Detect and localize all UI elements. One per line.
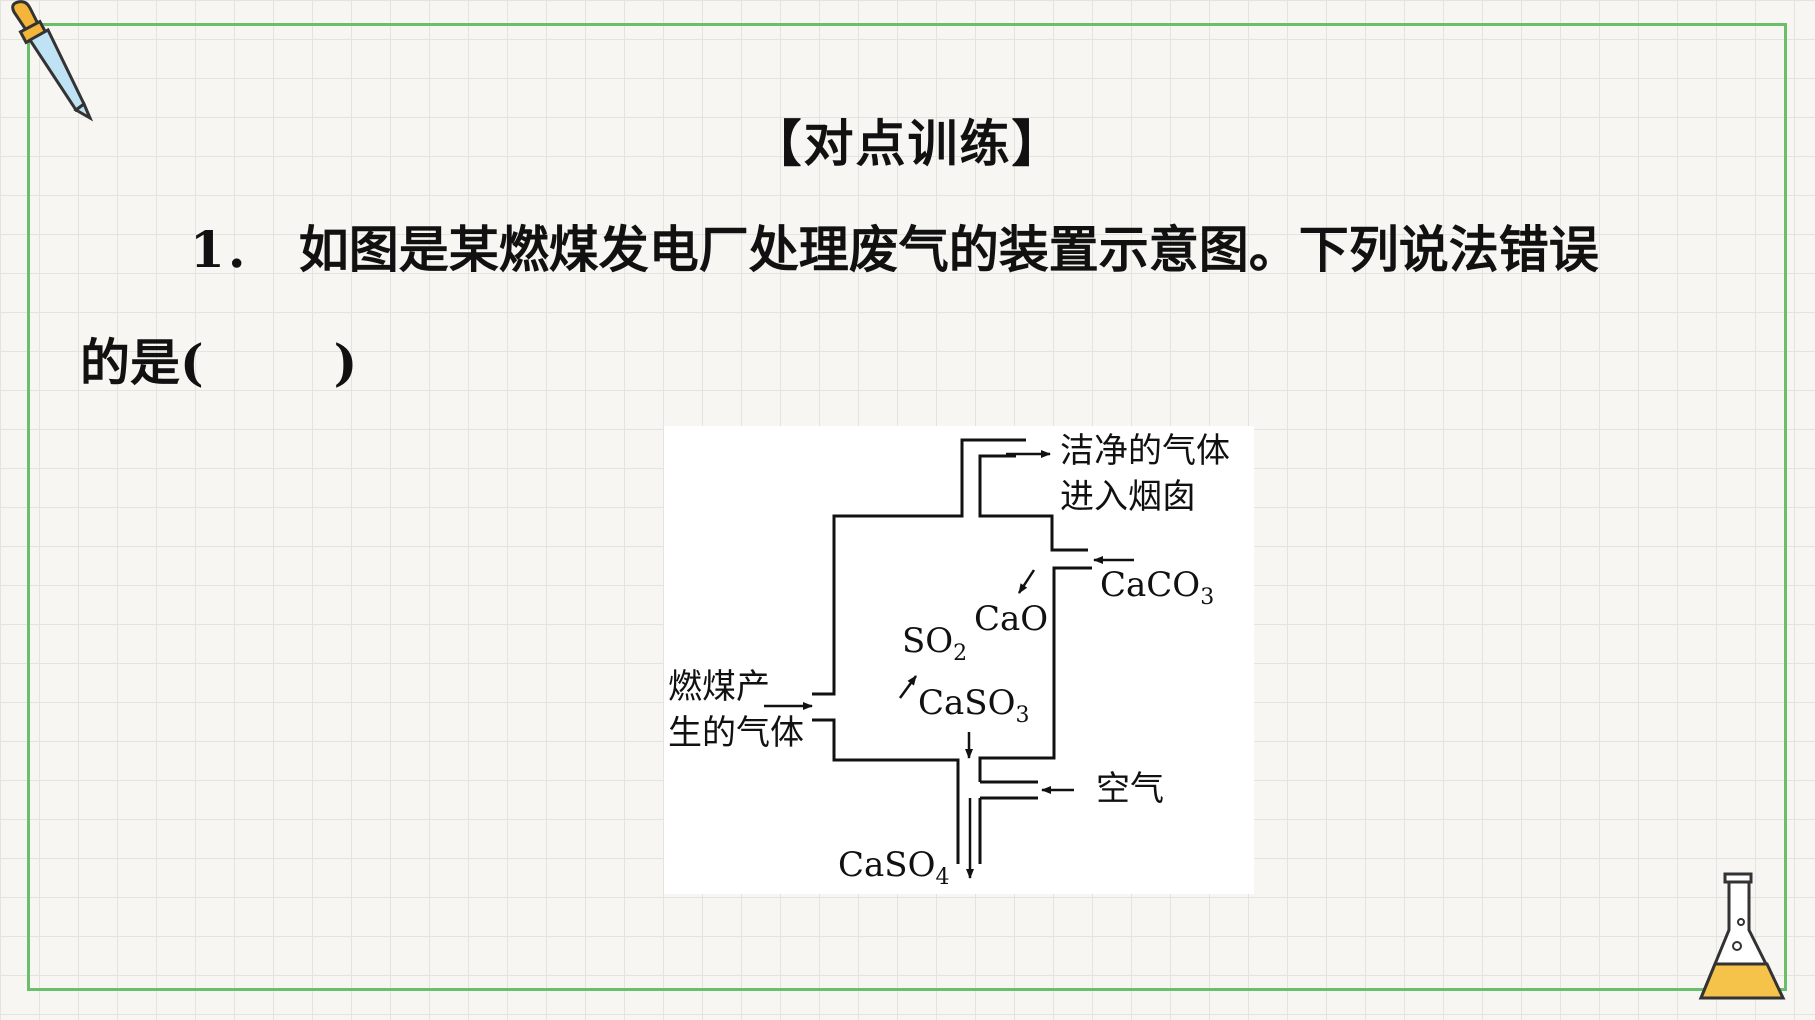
label-air: 空气	[1096, 769, 1164, 809]
label-caso3: CaSO3	[918, 683, 1029, 728]
flask-icon	[1698, 872, 1786, 1000]
question-line-2: 的是()	[80, 323, 357, 395]
label-coal-gas-1: 燃煤产	[668, 667, 770, 707]
apparatus-outline	[812, 438, 1092, 864]
arrow-so2	[898, 675, 918, 699]
question-number: 1．	[190, 220, 275, 279]
label-clean-gas-2: 进入烟囱	[1060, 477, 1196, 517]
question-text-line2-prefix: 的是(	[80, 333, 204, 392]
slide-frame	[27, 23, 1787, 991]
label-caco3: CaCO3	[1100, 565, 1214, 610]
question-text-line2-suffix: )	[333, 333, 358, 392]
question-text-line1: 如图是某燃煤发电厂处理废气的装置示意图。下列说法错误	[298, 220, 1599, 279]
apparatus-diagram: 洁净的气体 进入烟囱 CaCO3 CaO SO2 燃煤产 生的气体 CaSO3 …	[664, 426, 1254, 894]
label-cao: CaO	[974, 599, 1048, 639]
label-so2: SO2	[902, 621, 967, 666]
dropper-icon	[11, 0, 94, 122]
label-coal-gas-2: 生的气体	[668, 713, 804, 753]
page-title: 【对点训练】	[751, 114, 1064, 173]
question-line-1: 1． 如图是某燃煤发电厂处理废气的装置示意图。下列说法错误	[190, 210, 1599, 282]
label-clean-gas-1: 洁净的气体	[1060, 431, 1230, 471]
flow-arrows	[764, 450, 1134, 879]
label-caso4: CaSO4	[838, 845, 949, 890]
arrow-cao	[1017, 569, 1036, 594]
apparatus-svg: 洁净的气体 进入烟囱 CaCO3 CaO SO2 燃煤产 生的气体 CaSO3 …	[668, 431, 1230, 890]
